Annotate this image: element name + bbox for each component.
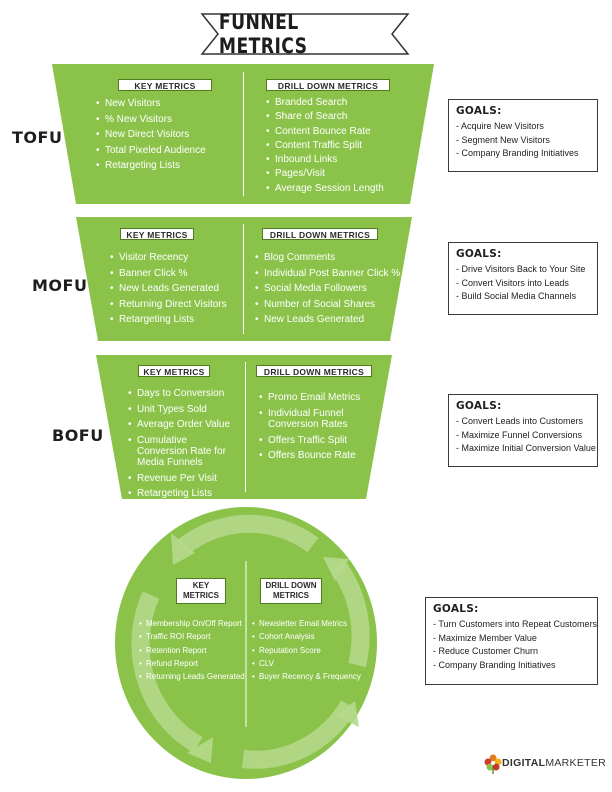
brand-name-part1: DIGITAL: [502, 757, 546, 769]
list-item: New Direct Visitors: [96, 127, 206, 143]
goal-item: - Turn Customers into Repeat Customers: [433, 619, 598, 629]
goal-item: - Build Social Media Channels: [456, 291, 577, 301]
list-item: Retargeting Lists: [96, 158, 206, 174]
list-item: Content Traffic Split: [266, 139, 384, 154]
list-item: Number of Social Shares: [255, 297, 400, 313]
list-item: Refund Report: [139, 657, 245, 671]
retention-key-metrics-list: Membership On/Off Report Traffic ROI Rep…: [139, 617, 245, 684]
arrowhead-icon: [171, 533, 195, 565]
list-item: Retargeting Lists: [110, 312, 227, 328]
goal-item: - Company Branding Initiatives: [456, 148, 579, 158]
list-item: Promo Email Metrics: [259, 390, 360, 406]
list-item: Buyer Recency & Frequency: [252, 670, 361, 684]
list-item: Membership On/Off Report: [139, 617, 245, 631]
list-item: Content Bounce Rate: [266, 125, 384, 140]
tofu-key-metrics-list: New Visitors % New Visitors New Direct V…: [96, 96, 206, 174]
arrowhead-icon: [335, 701, 359, 727]
list-item: Returning Leads Generated: [139, 670, 245, 684]
mofu-key-metrics-header: KEY METRICS: [120, 228, 194, 240]
list-item: Retargeting Lists: [128, 486, 240, 502]
retention-drill-metrics-header: DRILL DOWN METRICS: [260, 578, 322, 604]
flower-logo-icon: [484, 754, 502, 774]
tofu-drill-metrics-header: DRILL DOWN METRICS: [266, 79, 390, 91]
list-item: Returning Direct Visitors: [110, 297, 227, 313]
brand-name: DIGITALMARKETER: [502, 757, 606, 769]
brand-name-part2: MARKETER: [545, 757, 607, 769]
goals-title: GOALS:: [433, 603, 479, 615]
list-item: Individual Funnel Conversion Rates: [259, 408, 359, 430]
list-item: Average Order Value: [128, 417, 240, 433]
tofu-key-metrics-header: KEY METRICS: [118, 79, 212, 91]
list-item: Reputation Score: [252, 644, 361, 658]
bofu-drill-metrics-list: Promo Email Metrics Individual Funnel Co…: [259, 390, 360, 464]
bofu-drill-metrics-header: DRILL DOWN METRICS: [256, 365, 372, 377]
goal-item: - Acquire New Visitors: [456, 121, 544, 131]
list-item: Revenue Per Visit: [128, 471, 240, 487]
arrowhead-icon: [187, 737, 213, 763]
bofu-key-metrics-header: KEY METRICS: [138, 365, 210, 377]
list-item: Social Media Followers: [255, 281, 400, 297]
mofu-key-metrics-list: Visitor Recency Banner Click % New Leads…: [110, 250, 227, 328]
bofu-goals-box: GOALS: - Convert Leads into Customers - …: [448, 394, 598, 467]
list-item: Retention Report: [139, 644, 245, 658]
goal-item: - Maximize Member Value: [433, 632, 537, 643]
list-item: New Leads Generated: [255, 312, 400, 328]
stage-label-bofu: BOFU: [52, 426, 104, 445]
list-item: Branded Search: [266, 96, 384, 111]
list-item: Unit Types Sold: [128, 402, 240, 418]
cycle-arrow-top: [177, 514, 319, 555]
arrowhead-icon: [323, 557, 349, 581]
bofu-divider: [245, 362, 246, 492]
list-item: New Leads Generated: [110, 281, 227, 297]
retention-goals-box: GOALS: - Turn Customers into Repeat Cust…: [425, 597, 598, 685]
mofu-divider: [243, 224, 244, 334]
goal-item: - Maximize Funnel Conversions: [456, 429, 583, 440]
list-item: Pages/Visit: [266, 167, 384, 182]
list-item: Offers Traffic Split: [259, 433, 359, 449]
mofu-goals-box: GOALS: - Drive Visitors Back to Your Sit…: [448, 242, 598, 315]
goal-item: - Maximize Initial Conversion Value: [456, 443, 596, 453]
title-ribbon-shape: [200, 13, 410, 55]
brand-logo: DIGITALMARKETER: [484, 753, 606, 775]
goal-item: - Convert Leads into Customers: [456, 416, 584, 426]
tofu-goals-box: GOALS: - Acquire New Visitors - Segment …: [448, 99, 598, 172]
retention-key-metrics-header: KEY METRICS: [176, 578, 226, 604]
goal-item: - Convert Visitors into Leads: [456, 277, 569, 288]
list-item: CLV: [252, 657, 361, 671]
list-item: Traffic ROI Report: [139, 630, 245, 644]
list-item: Banner Click %: [110, 266, 227, 282]
page-title: FUNNEL METRICS: [218, 10, 308, 58]
list-item: Cumulative Conversion Rate for Media Fun…: [128, 435, 240, 468]
goals-title: GOALS:: [456, 248, 502, 260]
goal-item: - Segment New Visitors: [456, 134, 550, 145]
list-item: Inbound Links: [266, 153, 384, 168]
mofu-drill-metrics-list: Blog Comments Individual Post Banner Cli…: [255, 250, 400, 328]
list-item: New Visitors: [96, 96, 206, 112]
stage-label-tofu: TOFU: [12, 128, 63, 147]
list-item: Total Pixeled Audience: [96, 143, 206, 159]
list-item: Average Session Length: [266, 182, 384, 197]
list-item: Individual Post Banner Click %: [255, 266, 400, 282]
mofu-drill-metrics-header: DRILL DOWN METRICS: [262, 228, 378, 240]
list-item: % New Visitors: [96, 112, 206, 128]
goals-title: GOALS:: [456, 400, 502, 412]
retention-drill-metrics-list: Newsletter Email Metrics Cohort Analysis…: [252, 617, 361, 684]
list-item: Visitor Recency: [110, 250, 227, 266]
list-item: Blog Comments: [255, 250, 400, 266]
list-item: Share of Search: [266, 110, 384, 125]
goals-title: GOALS:: [456, 105, 502, 117]
title-banner: FUNNEL METRICS: [200, 10, 410, 58]
goal-item: - Reduce Customer Churn: [433, 646, 539, 656]
stage-label-mofu: MOFU: [32, 276, 88, 295]
cycle-arrow-bottom: [241, 700, 357, 769]
tofu-drill-metrics-list: Branded Search Share of Search Content B…: [266, 96, 384, 196]
list-item: Days to Conversion: [128, 386, 240, 402]
list-item: Offers Bounce Rate: [259, 448, 359, 464]
bofu-key-metrics-list: Days to Conversion Unit Types Sold Avera…: [128, 386, 240, 502]
list-item: Newsletter Email Metrics: [252, 617, 361, 631]
goal-item: - Company Branding Initiatives: [433, 659, 556, 670]
goal-item: - Drive Visitors Back to Your Site: [456, 264, 586, 274]
list-item: Cohort Analysis: [252, 630, 361, 644]
tofu-divider: [243, 72, 244, 196]
